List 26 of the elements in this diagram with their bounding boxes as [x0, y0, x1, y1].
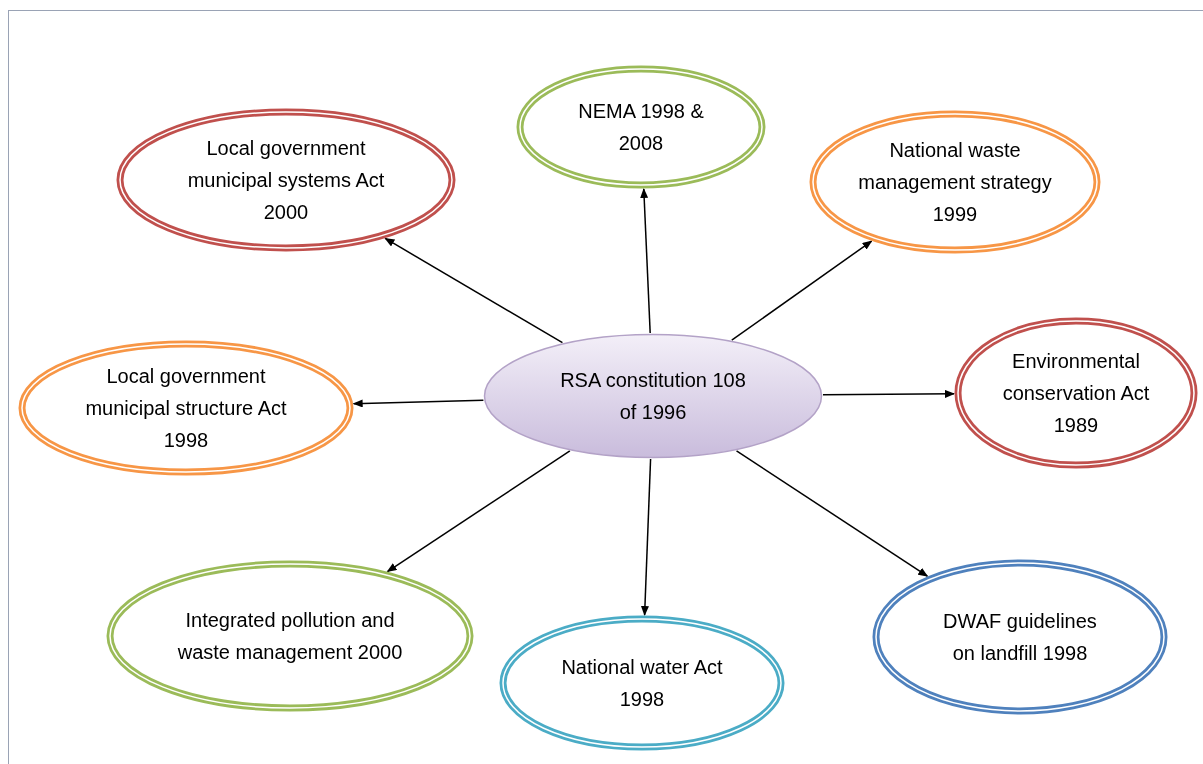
oval-node: [809, 110, 1101, 254]
oval-node: [872, 559, 1168, 715]
arrow: [640, 458, 652, 616]
node-text: National waste management strategy 1999: [857, 138, 1053, 227]
node-text: Integrated pollution and waste management 2000: [176, 608, 404, 665]
node-text: NEMA 1998 & 2008: [577, 99, 705, 156]
oval-node: [106, 560, 474, 712]
oval-node: [954, 317, 1198, 469]
node-text: RSA constitution 108 of 1996: [559, 368, 747, 425]
arrow: [352, 399, 485, 408]
oval-node: [499, 615, 785, 751]
arrow: [640, 188, 651, 334]
arrow: [731, 240, 873, 341]
oval-node: [116, 108, 456, 252]
node-text: Environmental conservation Act 1989: [1001, 349, 1151, 438]
node-text: Local government municipal structure Act 1998: [84, 364, 288, 453]
oval-node: [516, 65, 766, 189]
oval-node: [18, 340, 354, 476]
arrow: [735, 450, 929, 577]
central-ellipse: [483, 333, 823, 459]
node-text: DWAF guidelines on landfill 1998: [942, 609, 1098, 666]
arrow: [384, 237, 564, 344]
arrow: [386, 450, 571, 573]
node-text: National water Act 1998: [560, 655, 724, 712]
arrow: [822, 389, 955, 398]
node-text: Local government municipal systems Act 2000: [186, 136, 386, 225]
